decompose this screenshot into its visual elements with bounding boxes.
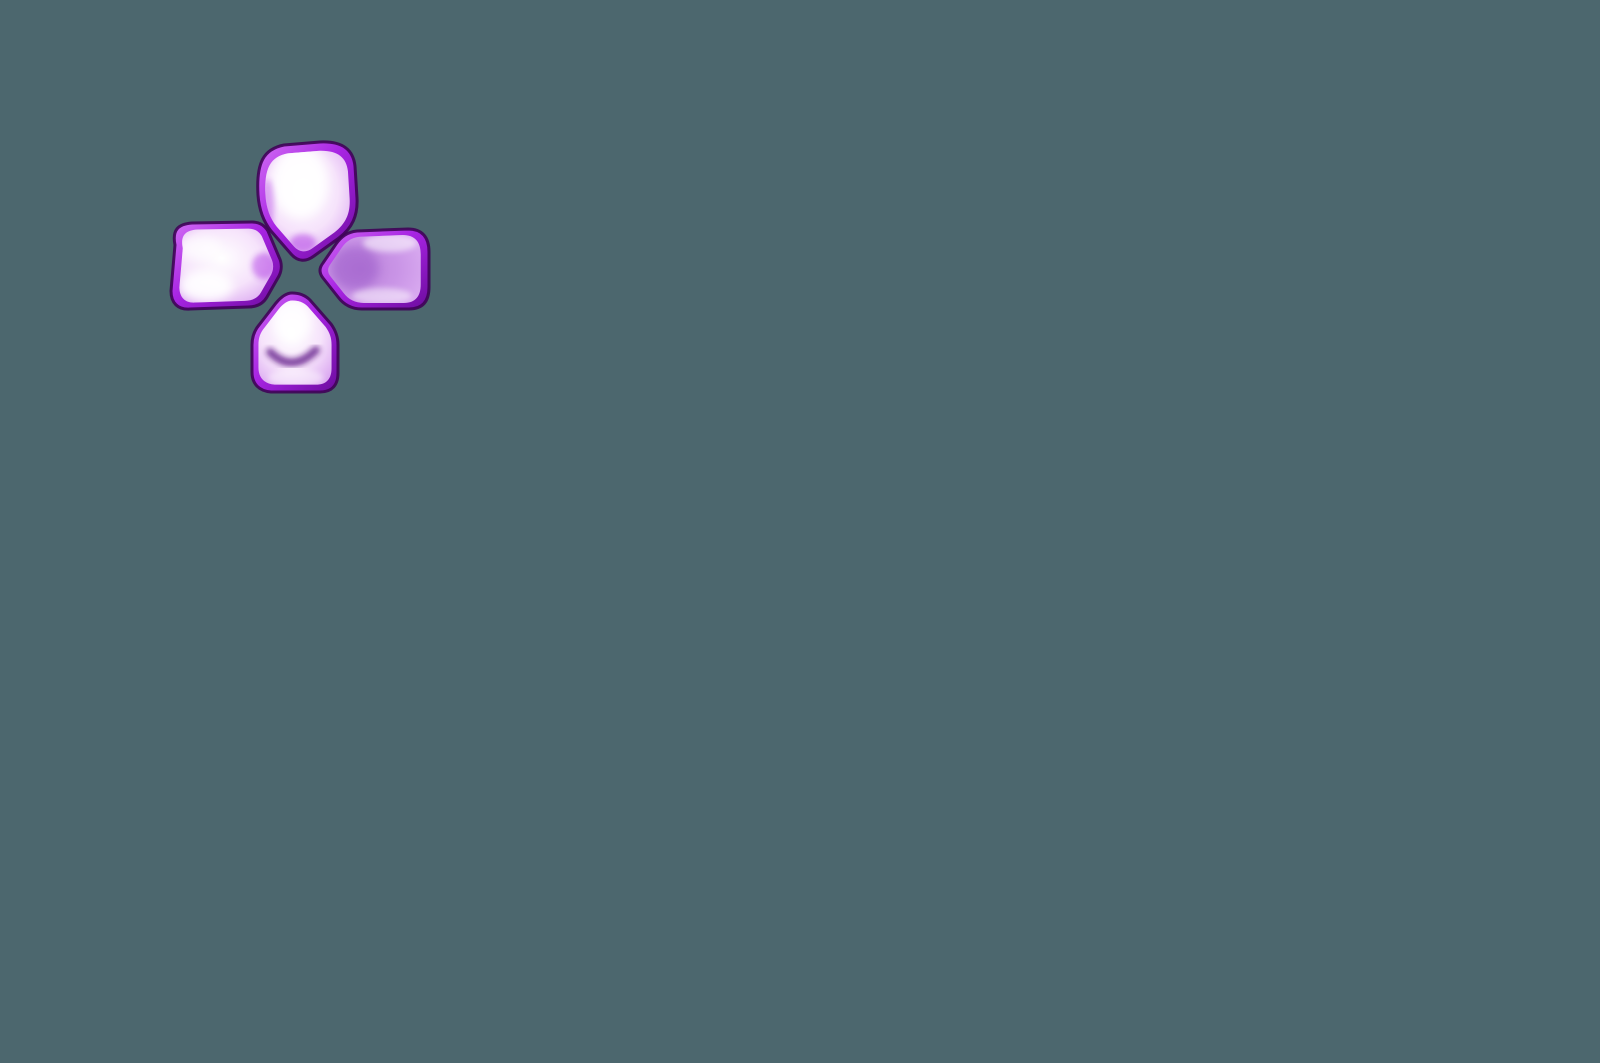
dpad-down-smile-shade [266,346,320,367]
dpad-right-blotch [331,246,379,290]
dpad-up-button [256,140,359,262]
dpad-left-highlight-2 [179,236,222,260]
dpad-left-point-shade [252,253,274,279]
dpad-left-button [169,220,283,311]
dpad-down-highlight [272,300,312,342]
dpad-down-highlight-2 [268,369,324,385]
dpad-up-tip-shade [290,234,316,252]
dpad-up-highlight [272,150,328,218]
dpad-left-highlight [179,270,233,302]
dpad-right-button [318,227,431,311]
dpad-right-highlight-2 [352,288,412,303]
dpad-down-button [250,291,340,394]
dpad-right-highlight [363,235,417,252]
